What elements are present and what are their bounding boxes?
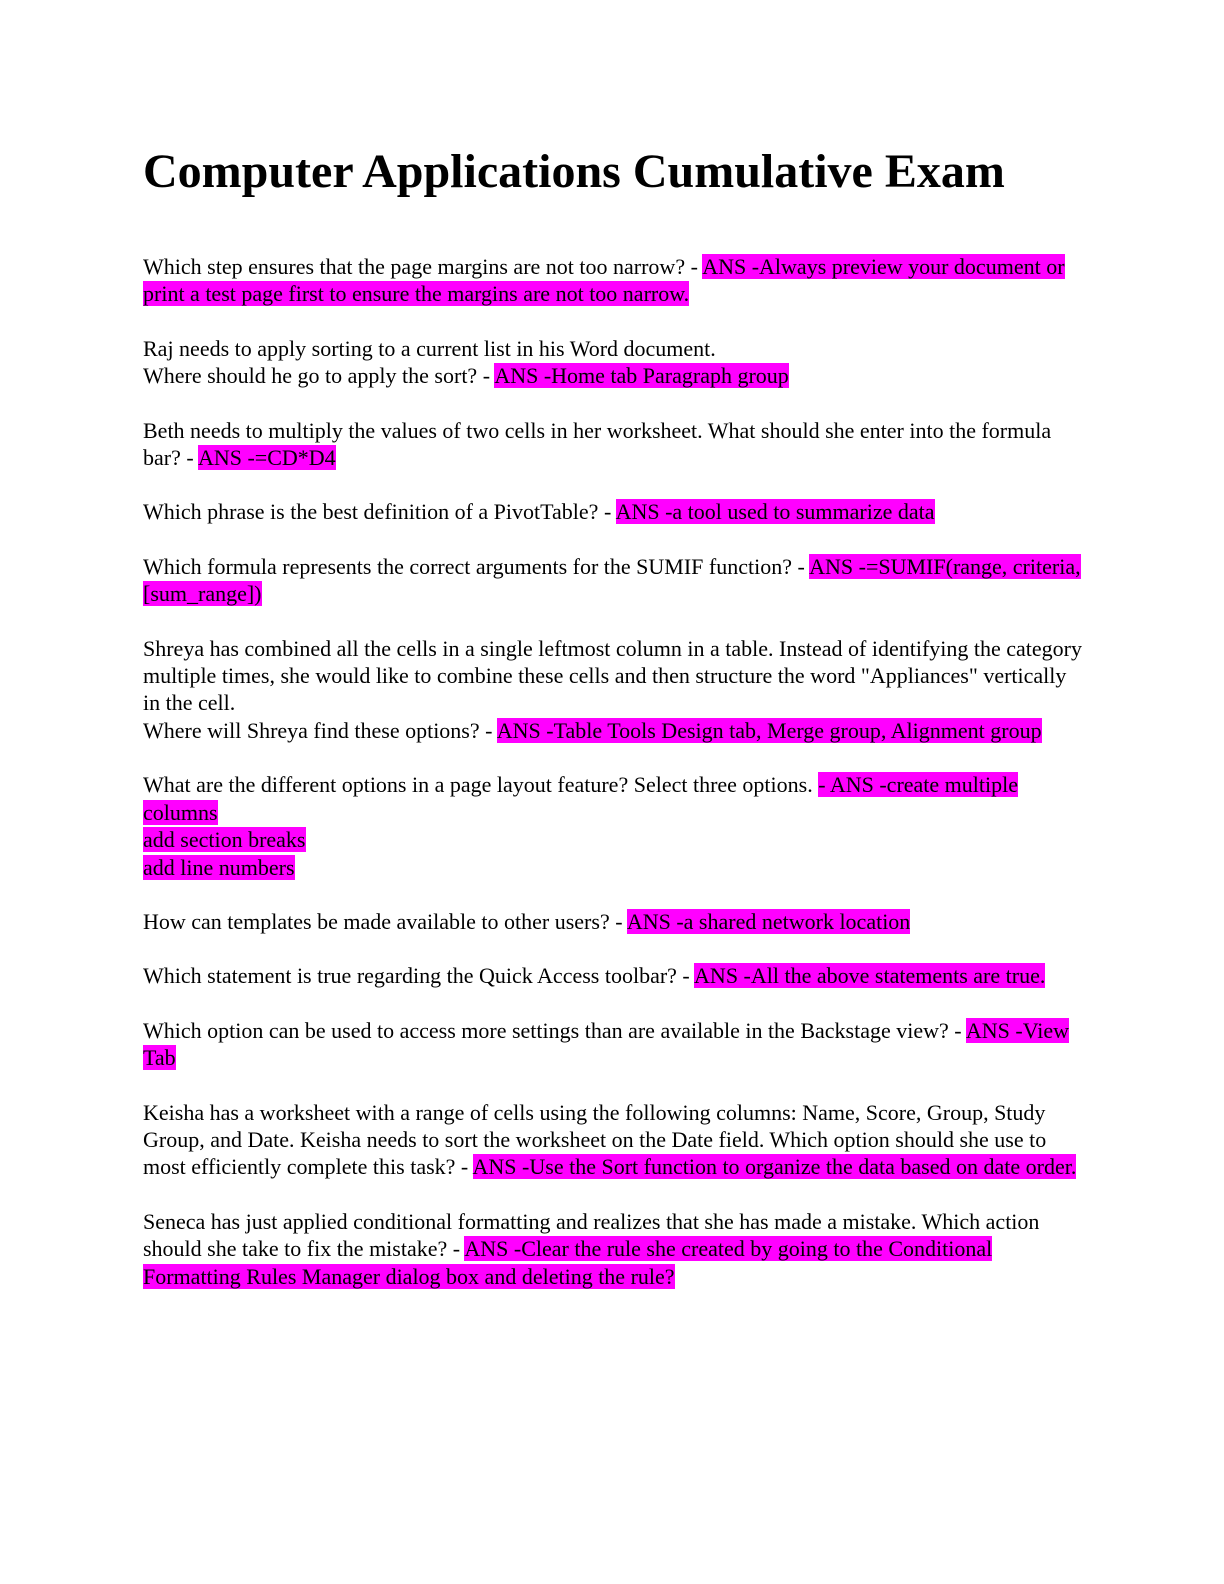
list-item: Which step ensures that the page margins… <box>143 253 1083 308</box>
question-text: Which formula represents the correct arg… <box>143 553 810 579</box>
question-text: Where will Shreya find these options? - <box>143 717 497 743</box>
question-text: Shreya has combined all the cells in a s… <box>143 635 1083 716</box>
list-item: Seneca has just applied conditional form… <box>143 1208 1083 1290</box>
list-item: Which formula represents the correct arg… <box>143 553 1083 608</box>
question-text: Keisha has a worksheet with a range of c… <box>143 1099 1047 1180</box>
answer-text: ANS -=CD*D4 <box>197 445 336 471</box>
question-text: How can templates be made available to o… <box>143 908 627 934</box>
question-text: Beth needs to multiply the values of two… <box>143 417 1052 471</box>
question-text: Which option can be used to access more … <box>143 1017 966 1043</box>
list-item: Raj needs to apply sorting to a current … <box>143 335 1083 390</box>
list-item: How can templates be made available to o… <box>143 908 1083 935</box>
answer-text: add section breaks <box>143 827 306 853</box>
question-text: Where should he go to apply the sort? - <box>143 363 495 389</box>
answer-text: ANS -Home tab Paragraph group <box>494 363 789 389</box>
answer-text: ANS -a tool used to summarize data <box>615 499 935 525</box>
list-item: Which option can be used to access more … <box>143 1017 1083 1072</box>
answer-text: add line numbers <box>143 854 295 880</box>
answer-text: ANS -Use the Sort function to organize t… <box>472 1154 1077 1180</box>
list-item: Keisha has a worksheet with a range of c… <box>143 1099 1083 1181</box>
list-item: Which phrase is the best definition of a… <box>143 498 1083 525</box>
list-item: What are the different options in a page… <box>143 771 1083 881</box>
question-text: Which step ensures that the page margins… <box>143 254 703 279</box>
answer-text: ANS -Table Tools Design tab, Merge group… <box>496 717 1042 743</box>
list-item: Beth needs to multiply the values of two… <box>143 417 1083 472</box>
document-page: Computer Applications Cumulative Exam Wh… <box>143 140 1083 1317</box>
question-text: Which phrase is the best definition of a… <box>143 499 616 525</box>
list-item: Shreya has combined all the cells in a s… <box>143 635 1083 745</box>
answer-text: ANS -All the above statements are true. <box>694 963 1046 989</box>
question-text: Seneca has just applied conditional form… <box>143 1208 1040 1262</box>
question-list: Which step ensures that the page margins… <box>143 253 1083 1290</box>
question-text: Raj needs to apply sorting to a current … <box>143 335 716 361</box>
page-title: Computer Applications Cumulative Exam <box>143 145 1005 198</box>
question-text: What are the different options in a page… <box>143 772 819 798</box>
question-text: Which statement is true regarding the Qu… <box>143 963 695 989</box>
list-item: Which statement is true regarding the Qu… <box>143 962 1083 989</box>
answer-text: ANS -a shared network location <box>626 908 911 934</box>
